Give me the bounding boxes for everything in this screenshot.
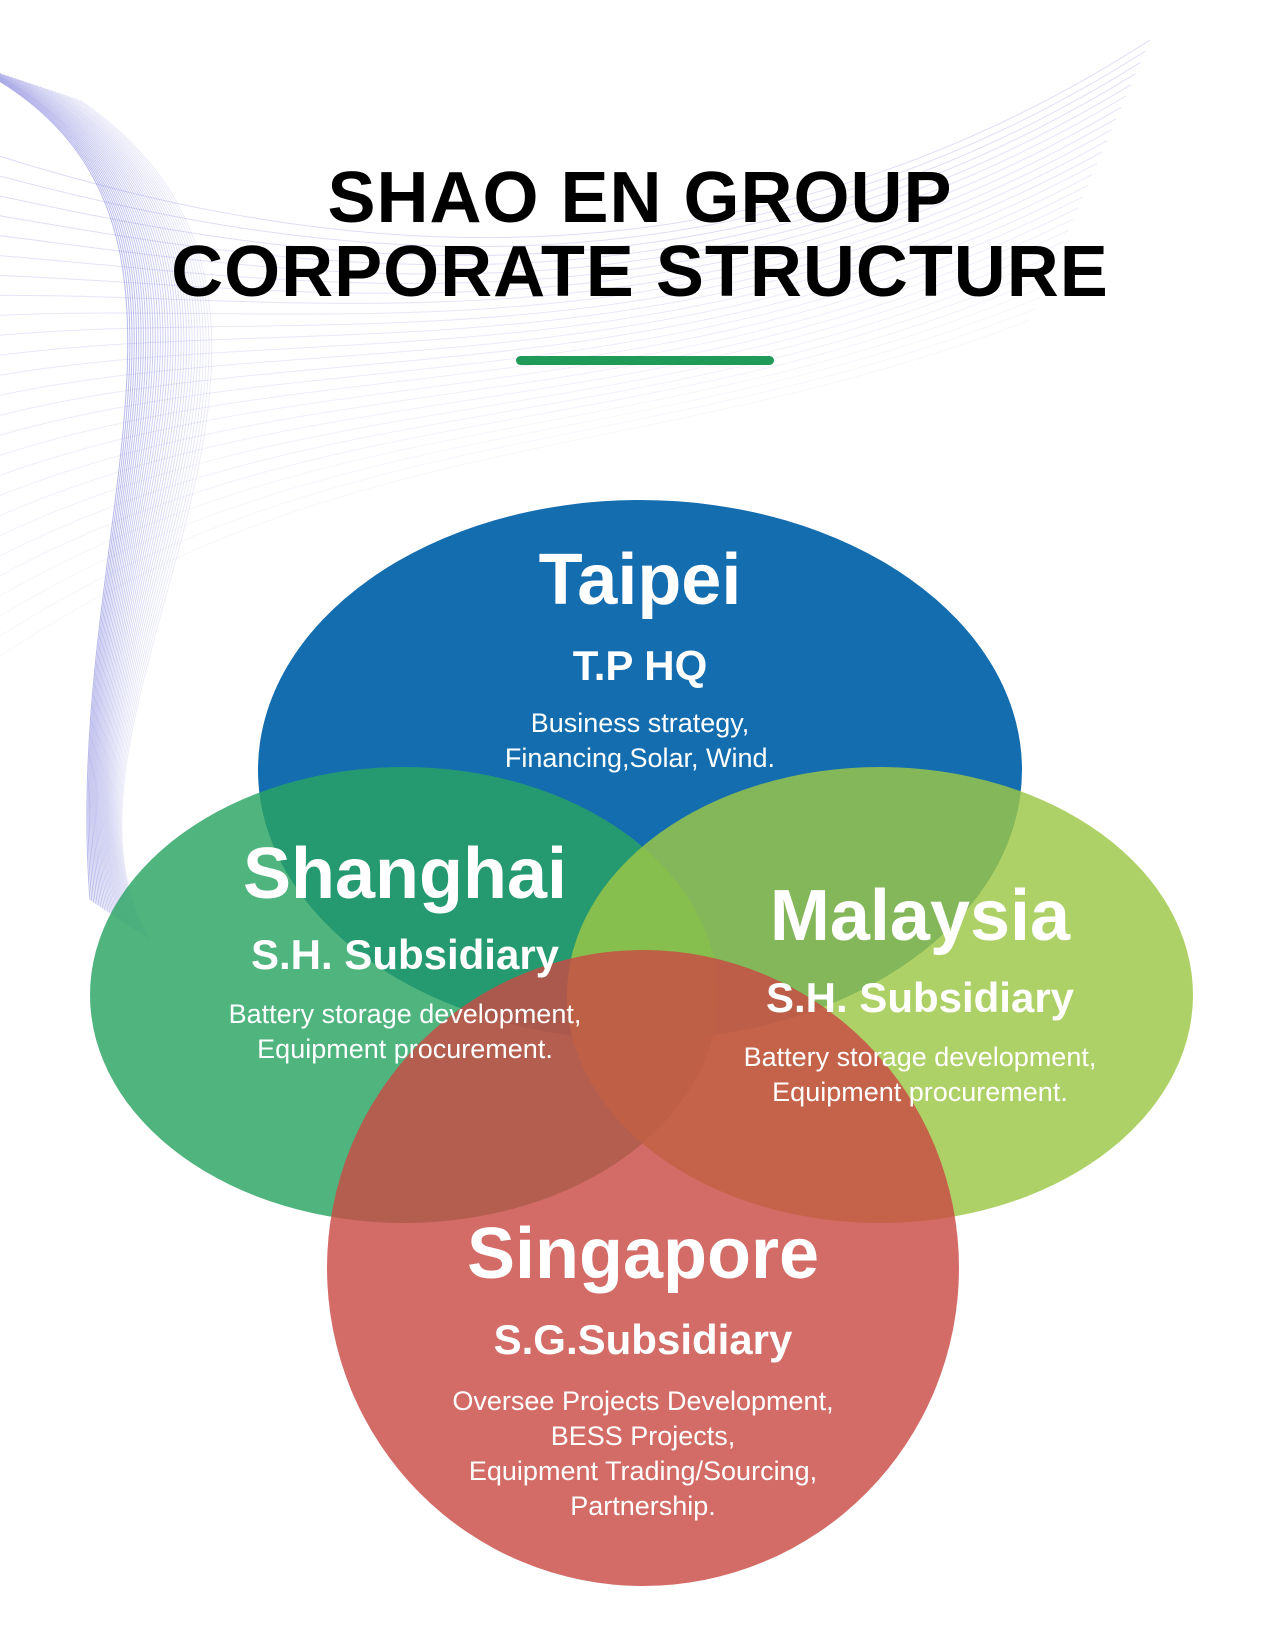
singapore-circle <box>327 950 959 1586</box>
title-line-2: CORPORATE STRUCTURE <box>171 232 1109 312</box>
mesh-lines <box>0 39 1151 941</box>
taipei-entity-name: T.P HQ <box>572 642 708 689</box>
title-underline <box>516 356 774 365</box>
singapore-description-line-2: BESS Projects, <box>550 1421 736 1451</box>
taipei-city-name: Taipei <box>538 540 742 620</box>
taipei-description-line-1: Business strategy, <box>530 708 750 738</box>
shanghai-city-name: Shanghai <box>242 834 568 914</box>
malaysia-description-line-1: Battery storage development, <box>743 1042 1097 1072</box>
malaysia-entity-name: S.H. Subsidiary <box>765 974 1075 1021</box>
shanghai-description-line-2: Equipment procurement. <box>257 1034 553 1064</box>
singapore-entity-name: S.G.Subsidiary <box>493 1316 793 1363</box>
malaysia-description-line-2: Equipment procurement. <box>772 1077 1068 1107</box>
shanghai-entity-name: S.H. Subsidiary <box>250 931 560 978</box>
taipei-description-line-2: Financing,Solar, Wind. <box>504 743 776 773</box>
singapore-description-line-1: Oversee Projects Development, <box>452 1386 834 1416</box>
shanghai-description-line-1: Battery storage development, <box>228 999 582 1029</box>
singapore-description-line-4: Partnership. <box>570 1491 716 1521</box>
singapore-city-name: Singapore <box>466 1214 820 1294</box>
malaysia-city-name: Malaysia <box>769 876 1071 956</box>
title-line-1: SHAO EN GROUP <box>327 158 953 238</box>
singapore-description-line-3: Equipment Trading/Sourcing, <box>468 1456 818 1486</box>
